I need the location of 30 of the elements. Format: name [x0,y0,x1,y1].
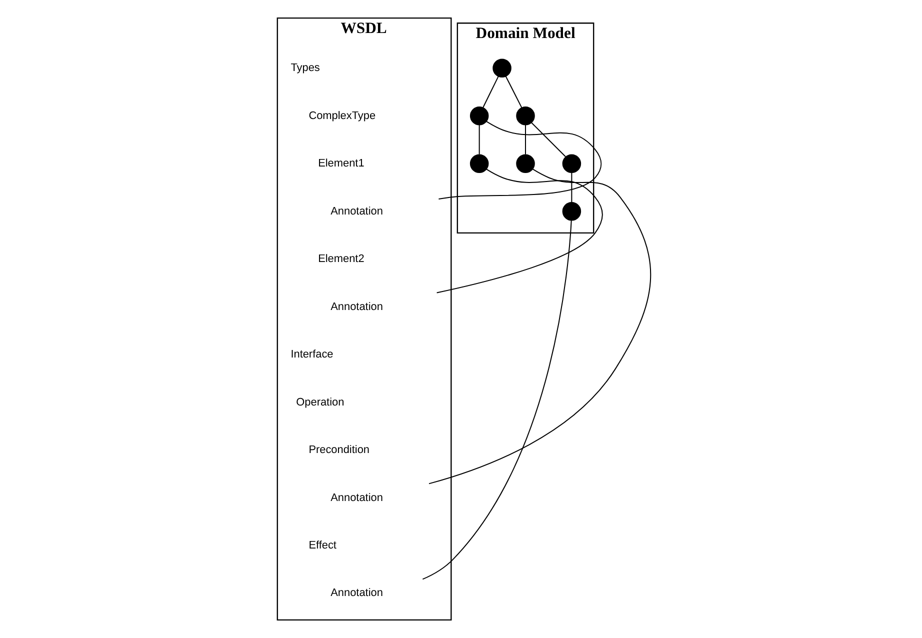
node-circle [562,154,582,174]
connector [482,76,499,108]
node-circle [516,154,535,174]
node-circle [470,154,489,174]
cluster: Domain Model [456,22,594,234]
node-text: Annotation [330,205,383,218]
connector [478,124,480,154]
connector [436,168,603,294]
connector [525,124,526,154]
node-text: Annotation [330,300,383,313]
connector [505,76,522,108]
node-text: Element2 [318,253,364,266]
node-text: Annotation [330,492,383,504]
node-circle [562,202,582,221]
connector [438,121,602,200]
node-circle [492,58,512,78]
node-text: Annotation [330,587,383,600]
connector [428,168,651,484]
node-circle [470,106,489,126]
node-circle [516,106,535,126]
node-text: Types [290,62,320,74]
node-text: ComplexType [308,110,376,122]
node-text: Interface [290,348,334,361]
node-text: Precondition [308,444,370,456]
connector [571,172,572,202]
node-text: Element1 [318,158,364,170]
node-text: Operation [296,396,344,408]
node-text: Effect [308,539,336,552]
connector [422,220,572,580]
connector [531,122,566,158]
